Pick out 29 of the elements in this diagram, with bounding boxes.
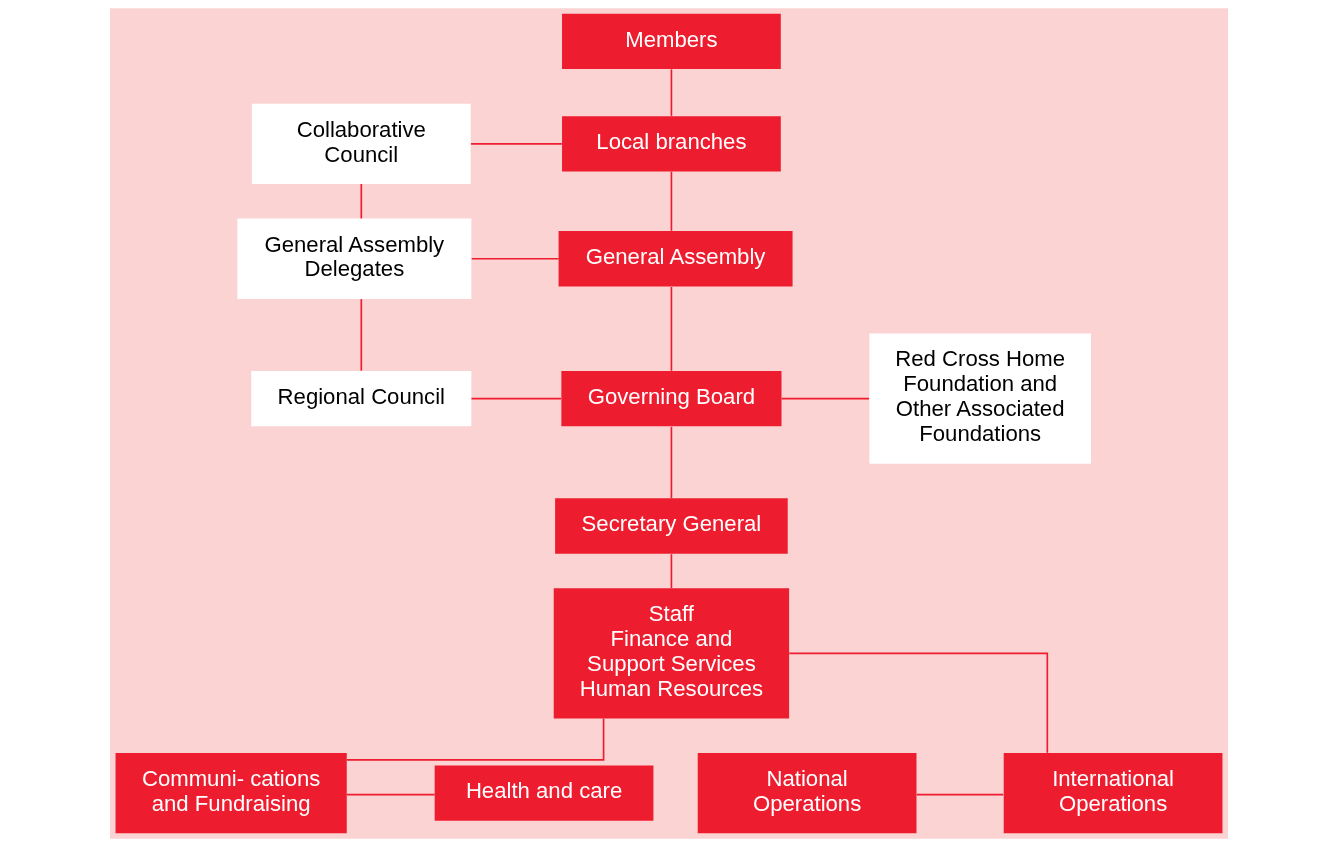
node-box: Collaborative Council	[251, 103, 471, 184]
connector	[670, 68, 673, 117]
connector	[788, 652, 1049, 754]
connector	[470, 143, 563, 145]
node-box: Local branches	[562, 116, 781, 172]
connector	[470, 397, 562, 400]
node-box: International Operations	[1003, 753, 1223, 834]
connector	[670, 553, 673, 589]
node-box: Red Cross Home Foundation and Other Associated Foundations	[869, 333, 1091, 464]
connector	[670, 170, 673, 232]
node-box: Governing Board	[561, 370, 782, 427]
connector	[670, 426, 673, 500]
connector	[346, 717, 605, 761]
connector	[780, 397, 870, 400]
node-box: General Assembly Delegates	[237, 218, 472, 299]
node-box: National Operations	[697, 753, 917, 834]
connector	[470, 257, 560, 260]
connector	[345, 793, 436, 796]
node-box: Members	[562, 13, 781, 70]
connector	[670, 286, 673, 372]
node-box: Communi- cations and Fundraising	[115, 753, 347, 834]
node-box: Secretary General	[555, 498, 788, 554]
node-box: General Assembly	[558, 231, 793, 287]
node-box: Regional Council	[251, 370, 472, 427]
connector	[360, 183, 363, 220]
connector	[360, 298, 363, 372]
node-box: Health and care	[434, 765, 654, 821]
connector	[915, 793, 1005, 796]
node-box: Staff Finance and Support Services Human Resources	[553, 588, 790, 719]
